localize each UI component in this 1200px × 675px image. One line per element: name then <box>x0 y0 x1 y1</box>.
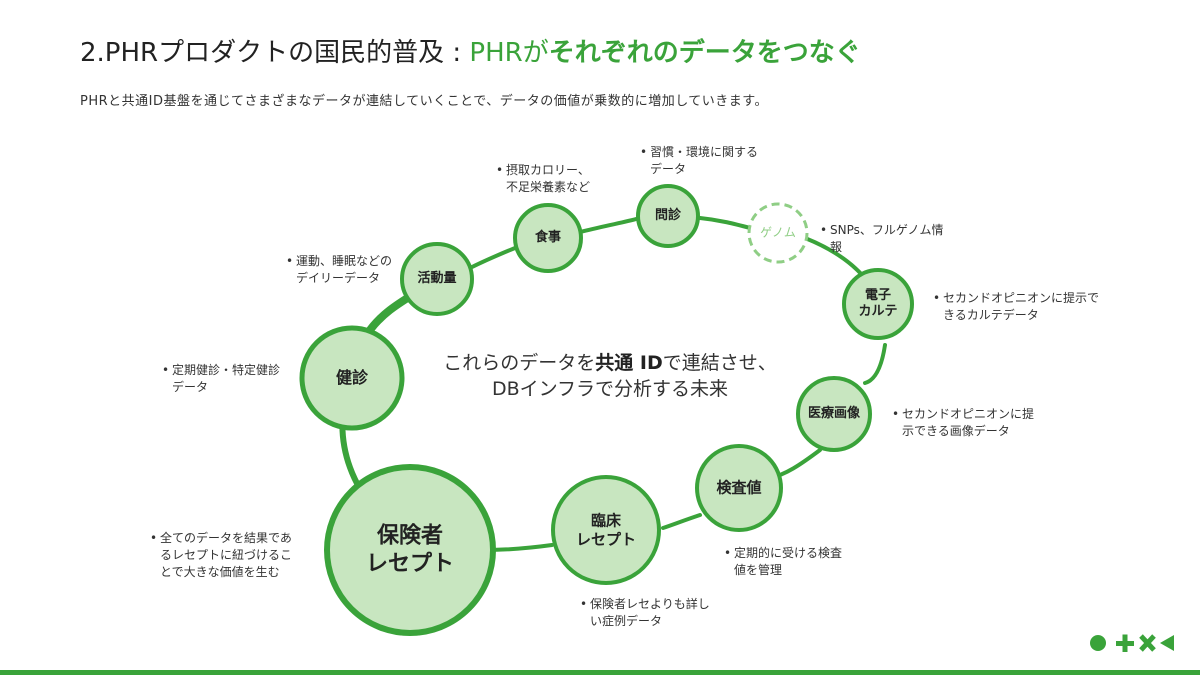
logo-cross-icon <box>1139 634 1156 652</box>
node-rinsho-label: 臨床 レセプト <box>575 511 637 548</box>
node-rinsho-circle <box>551 475 661 585</box>
logo-triangle-icon <box>1160 635 1174 651</box>
bottom-accent-bar <box>0 670 1200 675</box>
connector-karte-gazo <box>863 343 887 385</box>
logo-circle-icon <box>1090 635 1106 651</box>
note-kenshin: •定期健診・特定健診 データ <box>162 363 281 394</box>
note-hoken: •全てのデータを結果であ るレセプトに紐づけるこ とで大きな価値を生む <box>150 531 293 579</box>
note-rinsho: •保険者レセよりも詳し い症例データ <box>580 597 710 628</box>
node-genome-circle <box>747 202 809 264</box>
node-monshin-label: 問診 <box>654 207 682 223</box>
node-monshin-circle <box>636 184 700 248</box>
node-kenshin-label: 健診 <box>335 368 369 387</box>
note-gazo: •セカンドオピニオンに提 示できる画像データ <box>892 407 1035 438</box>
brand-logo <box>1090 634 1174 652</box>
note-shokuji: •摂取カロリー、 不足栄養素など <box>496 163 591 194</box>
node-karte-circle <box>842 268 914 340</box>
connector-katsudo-shokuji <box>468 244 522 270</box>
node-gazo-label: 医療画像 <box>807 405 861 421</box>
center-highlight: 共通 ID <box>595 352 663 374</box>
node-kensa-label: 検査値 <box>716 478 762 497</box>
note-katsudo: •運動、睡眠などの デイリーデータ <box>286 254 393 285</box>
center-message: これらのデータを共通 IDで連結させ、 DBインフラで分析する未来 <box>420 350 800 402</box>
page-title: 2.PHRプロダクトの国民的普及 : PHRがそれぞれのデータをつなぐ <box>80 36 861 70</box>
title-accent-plain: PHRが <box>469 38 549 68</box>
node-shokuji-circle <box>513 203 583 273</box>
node-genome-label: ゲノム <box>760 225 796 240</box>
node-katsudo-label: 活動量 <box>417 270 457 286</box>
node-gazo-circle <box>796 376 872 452</box>
connector-shokuji-monshin <box>578 216 642 234</box>
note-genome: •SNPs、フルゲノム情 報 <box>820 223 944 254</box>
node-hoken-label: 保険者 レセプト <box>365 523 455 577</box>
title-accent-bold: それぞれのデータをつなぐ <box>548 38 861 68</box>
page-subtitle: PHRと共通ID基盤を通じてさまざまなデータが連結していくことで、データの価値が… <box>80 94 769 109</box>
note-monshin: •習慣・環境に関する データ <box>640 145 759 176</box>
note-karte: •セカンドオピニオンに提示で きるカルテデータ <box>933 291 1100 322</box>
node-kensa-circle <box>695 444 783 532</box>
note-kensa: •定期的に受ける検査 値を管理 <box>724 546 843 577</box>
node-kenshin-circle <box>299 325 405 431</box>
connector-monshin-genome <box>698 216 752 230</box>
title-prefix: 2.PHRプロダクトの国民的普及 : <box>80 38 470 68</box>
center-line-1: これらのデータを共通 IDで連結させ、 <box>443 352 777 374</box>
center-line-2: DBインフラで分析する未来 <box>491 378 729 400</box>
node-hoken-circle <box>324 464 496 636</box>
node-karte-label: 電子 カルテ <box>858 287 898 319</box>
logo-plus-icon <box>1116 634 1134 652</box>
node-katsudo-circle <box>400 242 474 316</box>
node-shokuji-label: 食事 <box>534 229 562 245</box>
connector-kensa-rinsho <box>661 513 702 530</box>
